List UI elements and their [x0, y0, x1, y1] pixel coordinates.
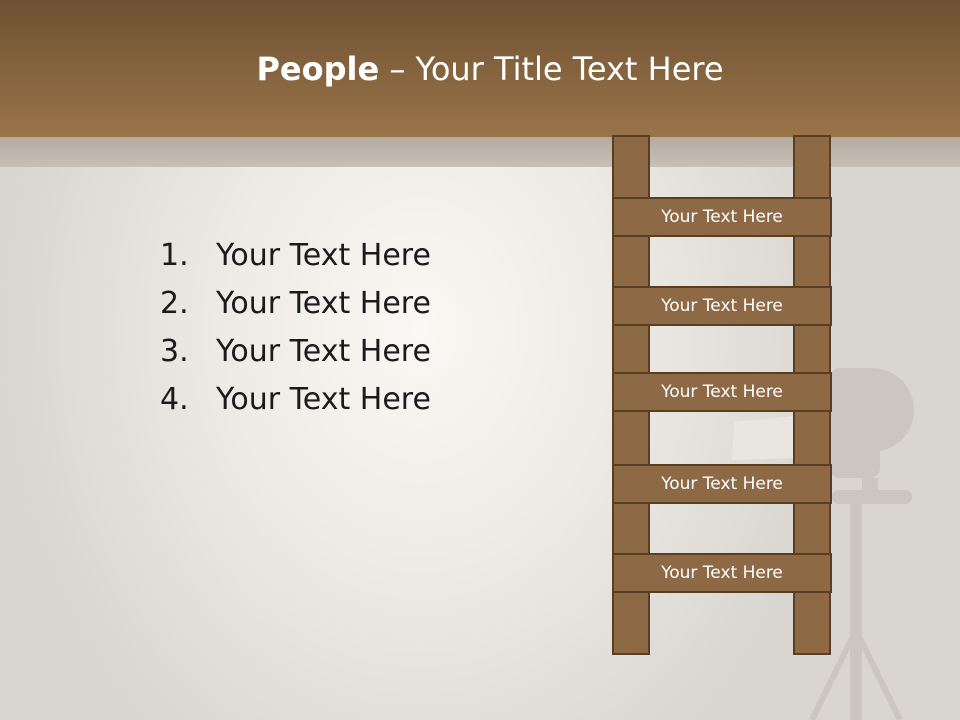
ladder-rung[interactable]: Your Text Here [612, 286, 832, 326]
title-bold-part: People [256, 50, 380, 88]
ladder-rung[interactable]: Your Text Here [612, 553, 832, 593]
ladder-rung[interactable]: Your Text Here [612, 197, 832, 237]
list-number: 4. [160, 382, 189, 417]
spotlight-silhouette-icon [732, 368, 914, 720]
list-item: 4. Your Text Here [160, 376, 431, 424]
list-number: 2. [160, 286, 189, 321]
list-number: 3. [160, 334, 189, 369]
list-item: 2. Your Text Here [160, 280, 431, 328]
ladder-rung[interactable]: Your Text Here [612, 372, 832, 412]
slide-title[interactable]: People – Your Title Text Here [0, 50, 960, 88]
list-text: Your Text Here [216, 238, 431, 273]
list-text: Your Text Here [216, 382, 431, 417]
list-text: Your Text Here [216, 334, 431, 369]
list-number: 1. [160, 238, 189, 273]
header-band [0, 0, 960, 137]
title-rest-part: – Your Title Text Here [379, 50, 724, 88]
list-item: 3. Your Text Here [160, 328, 431, 376]
numbered-list[interactable]: 1. Your Text Here 2. Your Text Here 3. Your… [160, 232, 431, 424]
ladder-rung[interactable]: Your Text Here [612, 464, 832, 504]
list-text: Your Text Here [216, 286, 431, 321]
list-item: 1. Your Text Here [160, 232, 431, 280]
